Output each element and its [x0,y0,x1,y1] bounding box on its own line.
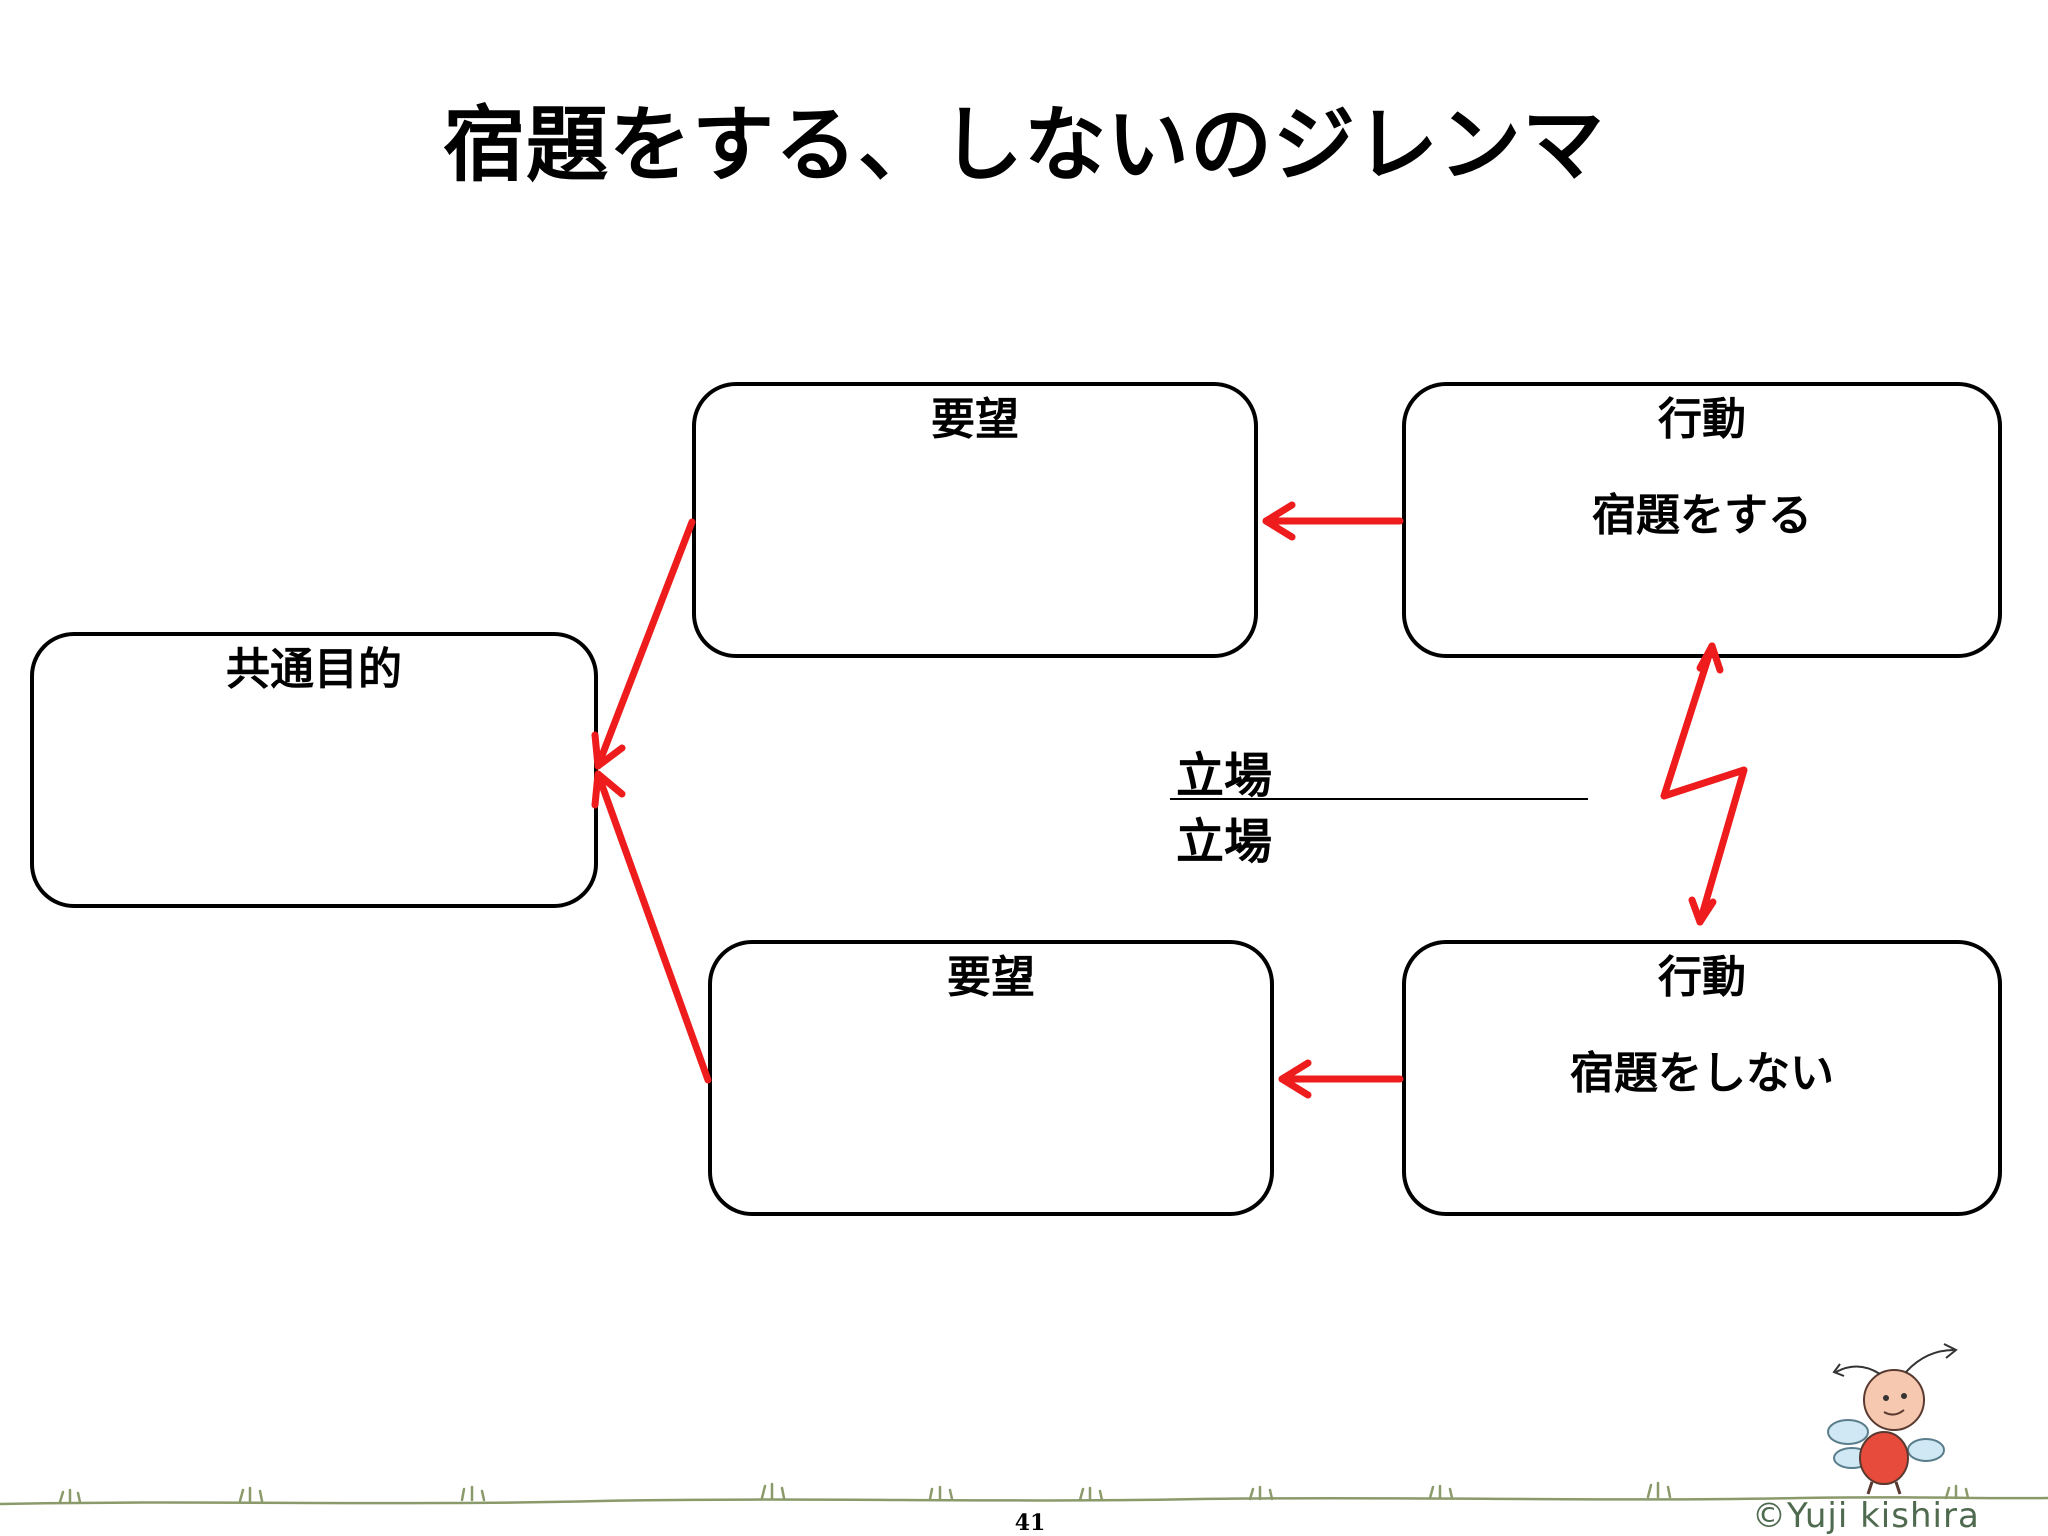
common-goal-box: 共通目的 [30,632,598,908]
conflict-zigzag-arrow [1660,642,1748,926]
stance-top-label: 立場 [1176,748,1273,804]
lower-need-box: 要望 [708,940,1274,1216]
upper-need-to-goal-arrow [591,518,696,770]
upper-action-to-need-arrow [1262,501,1404,541]
stance-bottom-label: 立場 [1176,814,1273,870]
upper-action-box: 行動 宿題をする [1402,382,2002,658]
copyright-text: ©Yuji kishira [1752,1496,1980,1536]
grass-ground [0,1481,2048,1506]
upper-action-label: 行動 [1658,394,1746,445]
lower-need-to-goal-arrow [591,770,712,1084]
upper-action-text: 宿題をする [1592,490,1812,541]
bee-mascot-icon [1827,1343,1958,1495]
upper-need-label: 要望 [931,394,1019,445]
lower-action-box: 行動 宿題をしない [1402,940,2002,1216]
lower-action-text: 宿題をしない [1570,1048,1834,1099]
upper-need-box: 要望 [692,382,1258,658]
common-goal-label: 共通目的 [226,644,402,695]
page-number: 41 [1014,1510,1046,1536]
lower-action-to-need-arrow [1278,1059,1404,1099]
lower-need-label: 要望 [947,952,1035,1003]
lower-action-label: 行動 [1658,952,1746,1003]
page-title: 宿題をする、しないのジレンマ [442,98,1605,193]
